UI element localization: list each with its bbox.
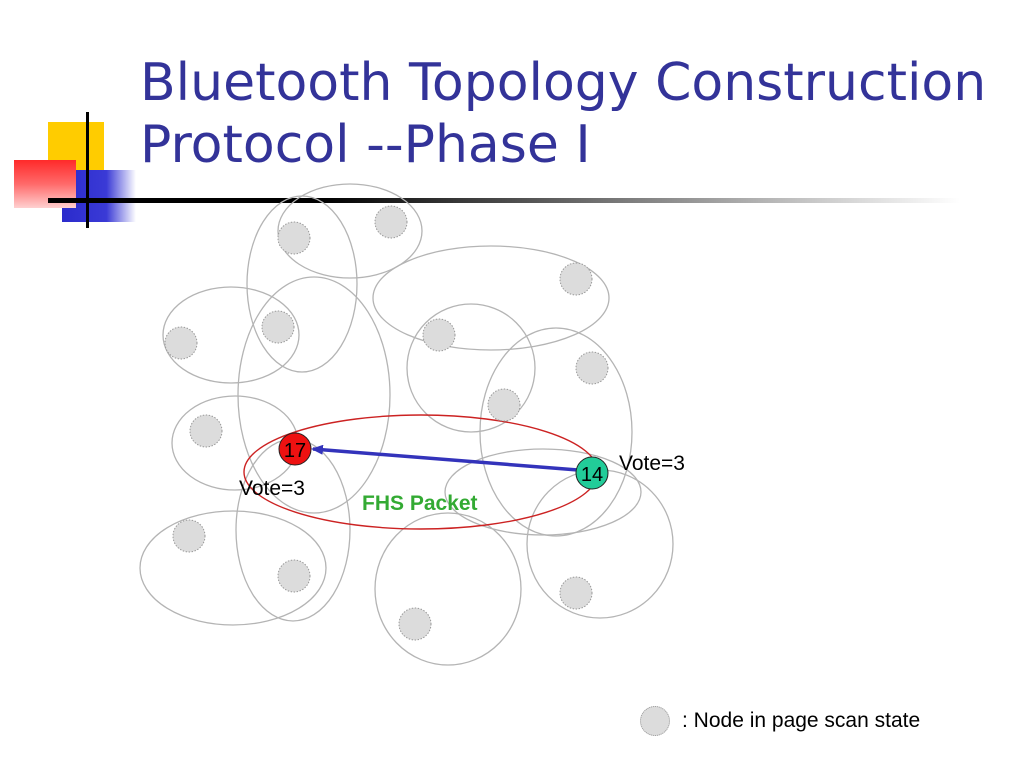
node-17-vote: Vote=3 (239, 477, 305, 500)
piconet-ellipse (139, 510, 327, 626)
node-17: 17 (278, 432, 312, 466)
piconet-ellipse (372, 245, 610, 351)
scan-node (559, 576, 593, 610)
fhs-packet-label: FHS Packet (362, 492, 478, 515)
piconet-ellipse (246, 195, 358, 373)
legend-text: : Node in page scan state (682, 709, 921, 732)
node-17-label: 17 (284, 440, 306, 462)
piconet-ellipse (526, 469, 674, 619)
scan-node (422, 318, 456, 352)
deco-vertical-line (86, 112, 89, 228)
page-scan-nodes (164, 205, 609, 641)
scan-node (398, 607, 432, 641)
title-underline (48, 198, 960, 203)
piconet-ellipse (374, 512, 522, 666)
node-17-circle (278, 432, 312, 466)
piconet-ellipse (277, 183, 423, 279)
scan-node (575, 351, 609, 385)
scan-node (277, 221, 311, 255)
node-14-label: 14 (581, 464, 603, 486)
scan-node (374, 205, 408, 239)
scan-node (559, 262, 593, 296)
node-14-vote: Vote=3 (619, 452, 685, 475)
scan-node (189, 414, 223, 448)
scan-node (164, 326, 198, 360)
title-line-2: Protocol --Phase I (140, 115, 591, 175)
scan-node (487, 388, 521, 422)
scan-node (172, 519, 206, 553)
piconet-ellipse (171, 395, 299, 491)
piconet-ellipse (237, 276, 391, 514)
piconet-ellipse (444, 448, 642, 536)
node-14-circle (575, 456, 609, 490)
piconet-ellipses (139, 183, 674, 666)
piconet-ellipse (479, 327, 633, 537)
piconet-ellipse (406, 303, 536, 433)
title-line-1: Bluetooth Topology Construction (140, 53, 987, 113)
fhs-packet-arrow (311, 444, 579, 472)
page-title: Bluetooth Topology Construction Protocol… (140, 52, 1000, 176)
page-scan-node-icon (640, 706, 670, 736)
scan-node (261, 310, 295, 344)
piconet-ellipse (162, 286, 300, 384)
node-14: 14 (575, 456, 609, 490)
legend: : Node in page scan state (640, 703, 920, 739)
scan-node (277, 559, 311, 593)
